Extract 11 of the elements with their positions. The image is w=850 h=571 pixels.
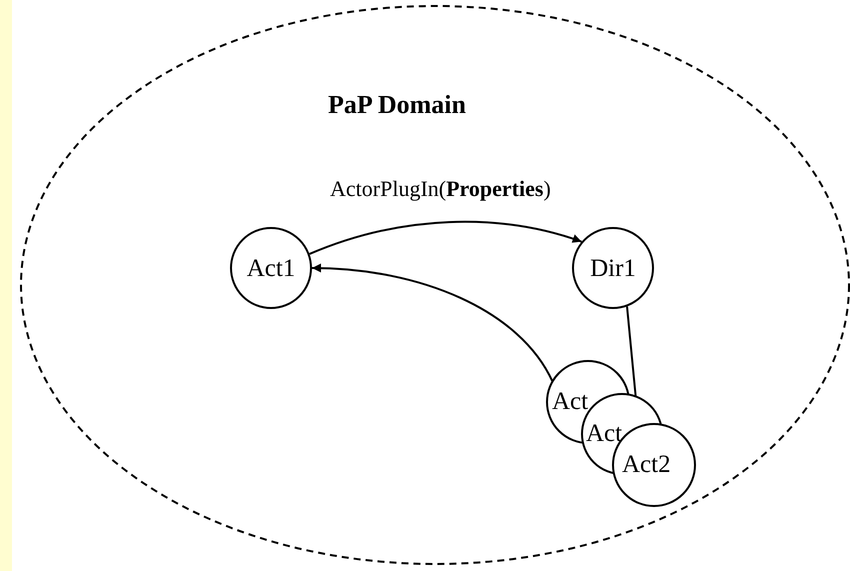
actor-label: Act [586, 421, 622, 446]
actor-label: Act2 [622, 452, 671, 477]
arrow [309, 220, 582, 255]
domain-ellipse [20, 5, 850, 565]
edge-label: ActorPlugIn(Properties) [330, 175, 551, 203]
arrow [312, 264, 554, 382]
node-label: Act1 [246, 256, 296, 280]
connector-line [626, 306, 637, 396]
node-label: Dir1 [590, 256, 636, 280]
domain-title: PaP Domain [328, 89, 466, 121]
actor-label: Act [552, 389, 588, 414]
